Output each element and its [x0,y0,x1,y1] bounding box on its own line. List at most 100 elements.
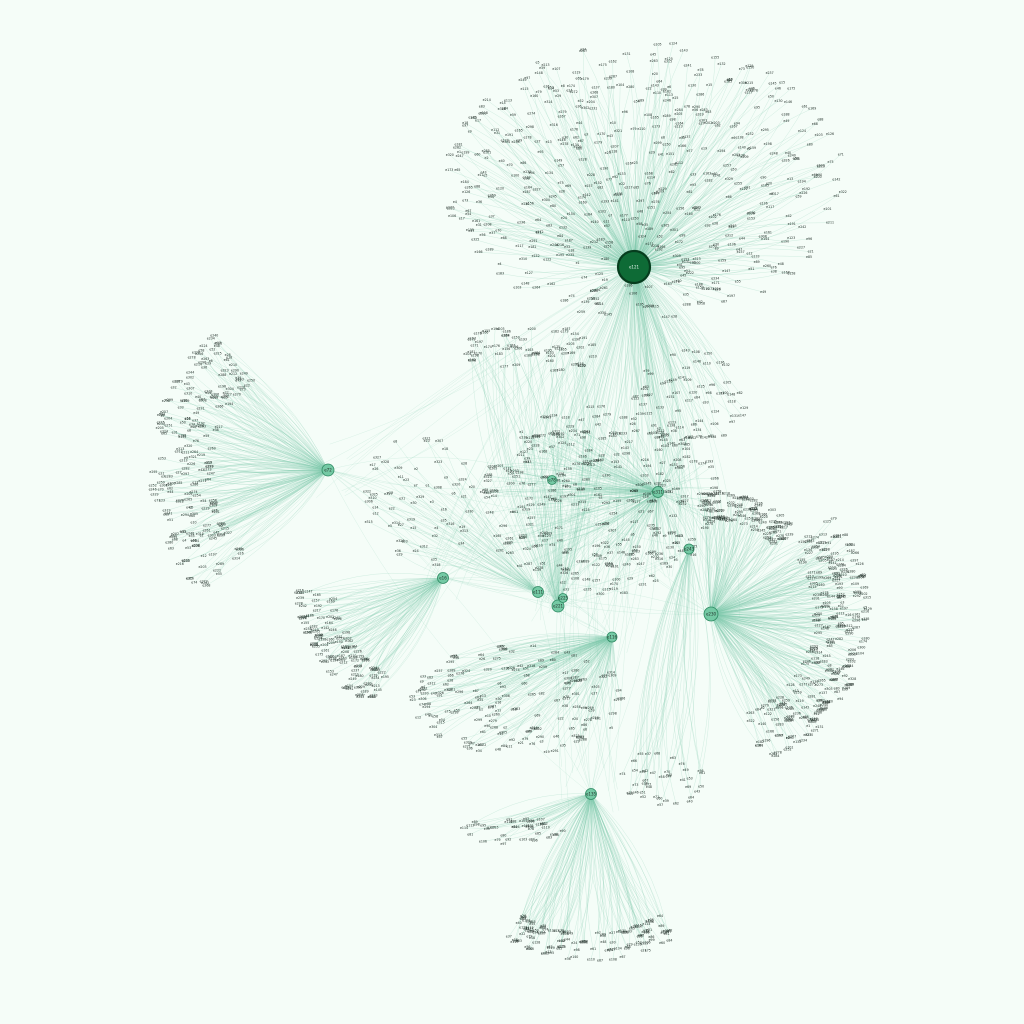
leaf-node-label: e175 [315,653,323,657]
leaf-node-label: e194 [798,180,806,184]
leaf-node-label: e145 [622,538,630,542]
leaf-node-label: e31 [476,223,482,227]
leaf-node-label: e80 [807,143,813,147]
leaf-node-label: e307 [608,529,616,533]
graph-edge [633,185,766,268]
leaf-node-label: e20 [652,72,658,76]
leaf-node-label: e70 [488,706,494,710]
graph-edge [160,423,329,471]
leaf-node-label: e282 [835,637,843,641]
leaf-node-label: e248 [486,511,494,515]
leaf-node-label: e113 [504,99,512,103]
leaf-node-label: e33 [178,405,184,409]
leaf-node-label: e19 [459,525,465,529]
graph-edge [710,613,820,701]
leaf-node-label: e178 [750,89,758,93]
leaf-node-label: e316 [550,123,558,127]
graph-edge [202,469,329,568]
graph-edge [710,613,791,686]
leaf-node-label: e248 [304,630,312,634]
graph-edge [710,613,778,753]
leaf-node-label: e298 [192,543,200,547]
leaf-node-label: e307 [435,439,443,443]
leaf-node-label: e32 [509,649,515,653]
graph-edge [710,613,763,725]
graph-edge [239,379,329,471]
graph-edge [222,374,329,471]
leaf-node-label: e89 [538,658,544,662]
leaf-node-label: e12 [415,715,421,719]
graph-edge [710,613,841,619]
graph-edge [710,613,776,720]
graph-edge [710,576,863,615]
graph-edge [633,92,658,268]
graph-edge [710,613,822,710]
graph-edge [515,793,592,942]
graph-edge [710,613,821,711]
leaf-node-label: e81 [571,654,577,658]
leaf-node-label: e59 [795,194,801,198]
graph-edge [710,564,841,615]
graph-edge [710,613,851,631]
leaf-node-label: e239 [785,532,793,536]
leaf-node-label: e78 [697,68,703,72]
leaf-node-label: e22 [619,182,625,186]
graph-edge [633,91,670,268]
leaf-node-label: e66 [448,674,454,678]
leaf-node-label: e268 [490,726,498,730]
leaf-node-label: e20 [572,717,578,721]
leaf-node-label: e176 [570,128,578,132]
graph-edge [193,469,329,515]
graph-edge [710,577,820,615]
leaf-node-label: e35 [560,744,566,748]
graph-edge [710,613,840,640]
graph-edge [710,569,844,615]
leaf-node-label: e123 [563,930,571,934]
graph-edge [475,239,635,268]
leaf-node-label: e201 [548,354,556,358]
leaf-node-label: e2 [503,726,507,730]
hub-node-label: e111 [533,589,544,594]
leaf-node-label: e103 [513,285,521,289]
graph-edge [168,399,329,471]
leaf-node-label: e242 [817,699,825,703]
graph-edge [508,793,592,937]
graph-edge [228,403,329,471]
hub-node-label: e121 [629,264,640,269]
graph-edge [710,610,850,634]
leaf-node-label: e229 [658,187,666,191]
leaf-node-label: e296 [852,619,860,623]
leaf-node-label: e118 [562,415,570,419]
graph-edge [529,793,592,937]
leaf-node-label: e114 [676,426,684,430]
leaf-node-label: e14 [816,557,822,561]
leaf-node-label: e92 [505,837,511,841]
leaf-node-label: e115 [861,617,869,621]
graph-edge [710,602,827,615]
graph-edge [710,567,833,615]
leaf-node-label: e2 [219,524,223,528]
graph-edge [710,613,799,677]
leaf-node-label: e240 [370,668,378,672]
leaf-node-label: e42 [786,214,792,218]
graph-edge [548,141,635,268]
leaf-node-label: e244 [186,370,194,374]
leaf-node-label: e329 [416,495,424,499]
leaf-node-label: e65 [161,432,167,436]
graph-edge [236,394,329,471]
graph-edge [710,613,830,643]
leaf-node-label: e325 [663,479,671,483]
graph-edge [710,613,818,663]
leaf-node-label: e134 [614,946,622,950]
graph-edge [227,469,329,534]
leaf-node-label: e247 [330,673,338,677]
leaf-node-label: e3 [584,133,588,137]
leaf-node-label: e295 [735,510,743,514]
graph-edge [189,469,329,534]
leaf-node-label: e46 [190,539,196,543]
graph-edge [710,613,804,685]
graph-edge [633,133,831,268]
leaf-node-label: e128 [737,154,745,158]
graph-edge [200,423,329,471]
leaf-node-label: e58 [603,522,609,526]
